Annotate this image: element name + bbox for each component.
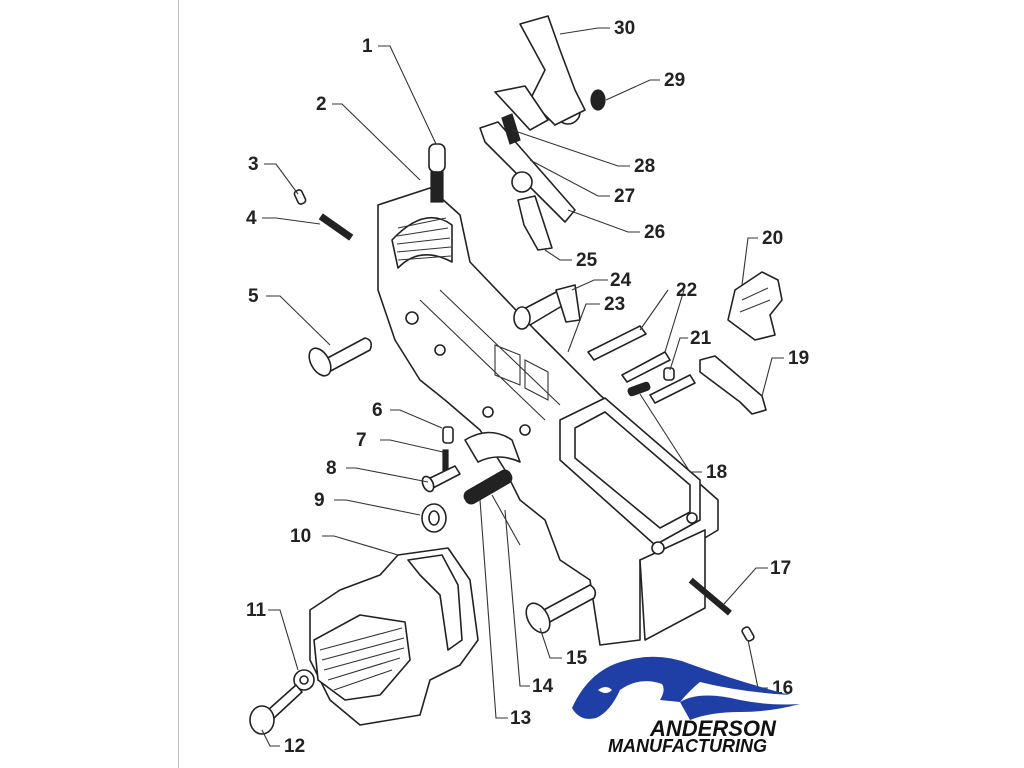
part-10-pistol-grip [309, 547, 479, 726]
anderson-manufacturing-logo: ANDERSON MANUFACTURING [572, 656, 800, 756]
part-12-grip-screw [249, 684, 303, 735]
callout-11: 11 [246, 600, 267, 621]
part-22-pins [587, 325, 696, 404]
callout-19: 19 [788, 348, 809, 369]
part-8-pivot-pin [421, 465, 461, 493]
part-3-detent-pin [293, 189, 307, 205]
callout-16: 16 [772, 678, 793, 699]
diagram-frame [178, 0, 847, 768]
callout-27: 27 [614, 186, 635, 207]
callout-26: 26 [644, 222, 665, 243]
lower-receiver [377, 187, 719, 646]
part-1-buffer-retainer [428, 143, 446, 203]
logo-line-2: MANUFACTURING [608, 736, 767, 756]
part-19-bolt-catch [699, 355, 767, 415]
callout-17: 17 [770, 558, 791, 579]
callout-14: 14 [532, 676, 554, 697]
part-6-detent [442, 426, 454, 444]
callout-15: 15 [566, 648, 588, 669]
part-20-mag-catch [727, 271, 783, 341]
callout-24: 24 [610, 270, 632, 291]
part-5-takedown-pin [308, 337, 372, 377]
callout-23: 23 [604, 294, 625, 315]
part-21-detent [663, 367, 675, 381]
part-16-detent [741, 626, 755, 642]
callout-4: 4 [246, 208, 257, 229]
callout-13: 13 [510, 708, 531, 729]
part-4-spring [318, 213, 354, 241]
trigger-group [479, 113, 576, 251]
callout-12: 12 [284, 736, 305, 757]
callout-2: 2 [316, 94, 327, 115]
callout-20: 20 [762, 228, 783, 249]
part-26-disconnector [494, 85, 549, 131]
callout-5: 5 [248, 286, 259, 307]
callout-3: 3 [248, 154, 259, 175]
callout-25: 25 [576, 250, 598, 271]
part-17-spring [688, 577, 732, 616]
callout-1: 1 [362, 36, 373, 57]
callout-29: 29 [664, 70, 685, 91]
horse-head-logo-mark [572, 656, 790, 719]
callout-10: 10 [290, 526, 311, 547]
part-15-pivot-pin [525, 584, 597, 634]
callout-18: 18 [706, 462, 727, 483]
callout-21: 21 [690, 328, 712, 349]
callout-9: 9 [314, 490, 325, 511]
callout-8: 8 [326, 458, 337, 479]
part-24-safety-selector [513, 284, 581, 330]
callout-7: 7 [356, 430, 367, 451]
leader-lines [261, 27, 784, 747]
callout-22: 22 [676, 280, 697, 301]
part-30-hammer [519, 15, 586, 126]
part-18-spring [627, 381, 651, 397]
callout-30: 30 [614, 18, 635, 39]
part-13-spring [463, 469, 513, 505]
logo-line-1: ANDERSON [649, 716, 777, 741]
part-11-lock-washer [293, 669, 315, 691]
part-9-nut [421, 503, 447, 533]
callout-6: 6 [372, 400, 383, 421]
callout-28: 28 [634, 156, 655, 177]
